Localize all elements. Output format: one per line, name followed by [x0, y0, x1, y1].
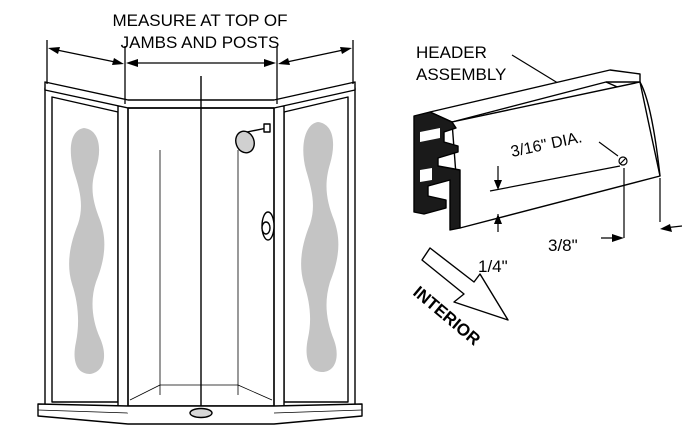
hole-leader-line [598, 141, 619, 157]
measure-label-line2: JAMBS AND POSTS [121, 33, 280, 52]
horizontal-offset-dimension [601, 168, 683, 242]
header-end-profile [413, 111, 461, 231]
shower-head-icon [235, 123, 271, 154]
right-jamb [273, 105, 285, 409]
measure-dimension [46, 40, 354, 104]
left-glass-pattern [69, 128, 105, 374]
vertical-offset-label: 1/4" [478, 257, 508, 276]
right-glass-pattern [301, 122, 339, 372]
horizontal-offset-label: 3/8" [548, 236, 578, 255]
header-label-line2: ASSEMBLY [416, 65, 506, 84]
header-label-line1: HEADER [416, 43, 487, 62]
drain-icon [189, 407, 213, 419]
vertical-offset-dimension [489, 165, 621, 232]
interior-direction-arrow [421, 247, 509, 321]
header-extrusion [413, 69, 661, 231]
measure-label-line1: MEASURE AT TOP OF [112, 11, 287, 30]
shower-floor [129, 384, 273, 401]
mounting-hole-icon [618, 156, 628, 166]
left-jamb [117, 105, 129, 409]
valve-handle-icon [261, 211, 275, 241]
